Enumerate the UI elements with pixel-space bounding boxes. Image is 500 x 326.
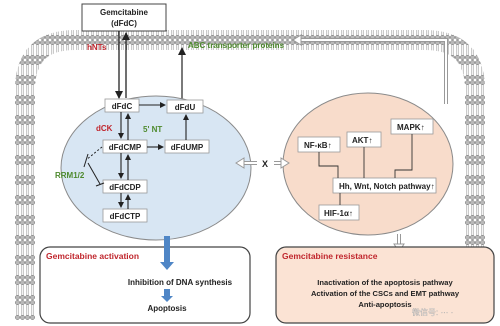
node-dfdu: dFdU <box>175 103 196 112</box>
node-hif1a: HIF-1α↑ <box>324 209 353 218</box>
node-dfdcdp: dFdCDP <box>109 183 141 192</box>
activation-effect-apoptosis: Apoptosis <box>147 304 187 313</box>
resistance-effect-apoptosis: Inactivation of the apoptosis pathway <box>317 278 453 287</box>
node-nfkb: NF-κB↑ <box>304 141 332 150</box>
node-mapk: MAPK↑ <box>397 123 425 132</box>
rrm-label: RRM1/2 <box>55 171 85 180</box>
node-dfdump: dFdUMP <box>171 143 204 152</box>
5nt-label: 5' NT <box>143 125 162 134</box>
node-akt: AKT↑ <box>352 136 372 145</box>
block-mark: X <box>262 159 268 169</box>
resistance-title: Gemcitabine resistance <box>282 251 378 261</box>
activation-panel: Gemcitabine activation Inhibition of DNA… <box>39 236 251 324</box>
metabolism-nodes: dFdC dFdU dFdCMP dFdUMP dFdCDP dFdCTP <box>102 98 210 223</box>
resistance-compartment <box>282 92 454 236</box>
resistance-network: NF-κB↑ AKT↑ MAPK↑ Hh, Wnt, Notch pathway… <box>297 118 437 221</box>
crosstalk-arrows: X <box>235 34 448 253</box>
activation-compartment <box>60 95 252 241</box>
activation-effect-dna: Inhibition of DNA synthesis <box>128 278 233 287</box>
node-dfdctp: dFdCTP <box>110 212 141 221</box>
resistance-effect-csc-emt: Activation of the CSCs and EMT pathway <box>311 289 460 298</box>
transport-arrows: hNTs ABC transporter proteins <box>87 31 285 99</box>
gemcitabine-label: Gemcitabine <box>100 8 149 17</box>
dfdc-abbrev-label: (dFdC) <box>111 19 137 28</box>
node-hh-wnt-notch: Hh, Wnt, Notch pathway↑ <box>339 182 435 191</box>
activation-title: Gemcitabine activation <box>46 251 139 261</box>
abc-transporter-label: ABC transporter proteins <box>188 41 285 50</box>
hnts-label: hNTs <box>87 43 107 52</box>
resistance-effect-anti-apoptosis: Anti-apoptosis <box>358 300 411 309</box>
metabolism-arrows: dCK 5' NT RRM1/2 <box>55 102 189 209</box>
watermark: 微信号: ··· · <box>412 307 453 317</box>
gemcitabine-box: Gemcitabine (dFdC) <box>81 3 167 32</box>
dck-label: dCK <box>96 124 113 133</box>
node-dfdcmp: dFdCMP <box>109 143 142 152</box>
resistance-panel: Gemcitabine resistance Inactivation of t… <box>275 246 495 324</box>
node-dfdc: dFdC <box>112 102 133 111</box>
